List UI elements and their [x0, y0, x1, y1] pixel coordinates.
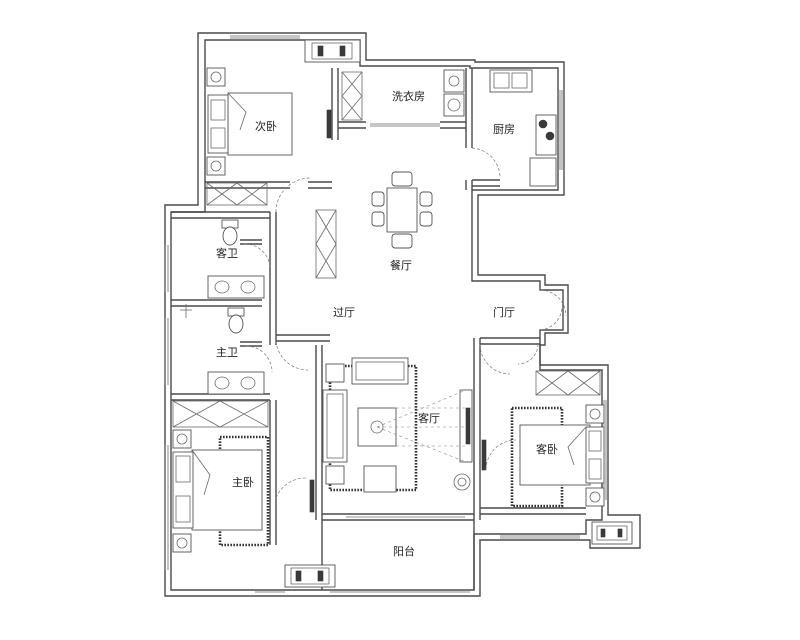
master-bath-fixtures — [180, 304, 309, 395]
label-master-bedroom: 主卧 — [232, 476, 254, 489]
guest-bath-fixtures — [207, 177, 311, 299]
label-kitchen: 厨房 — [493, 123, 515, 136]
entrance-door — [479, 289, 567, 375]
interior-walls — [171, 68, 586, 590]
wardrobes — [172, 71, 601, 428]
kitchen-fixtures — [471, 69, 557, 187]
label-second-bedroom: 次卧 — [255, 119, 277, 133]
windows — [164, 35, 607, 593]
second-bedroom-furniture — [206, 67, 332, 176]
living-room-furniture — [322, 357, 473, 493]
guest-bedroom-furniture — [481, 404, 605, 508]
master-bedroom-furniture — [172, 429, 315, 553]
laundry-fixtures — [443, 69, 465, 117]
room-labels: 洗衣房 厨房 次卧 餐厅 客卫 过厅 门厅 主卫 客厅 客卧 主卧 阳台 — [216, 89, 558, 558]
label-balcony: 阳台 — [393, 544, 415, 558]
dining-table — [371, 171, 433, 249]
label-living: 客厅 — [418, 411, 440, 425]
label-hallway: 过厅 — [333, 306, 355, 319]
label-entrance: 门厅 — [493, 305, 515, 319]
ac-units — [284, 39, 633, 588]
label-guest-bath: 客卫 — [216, 246, 238, 260]
label-guest-bedroom: 客卧 — [536, 442, 558, 456]
label-master-bath: 主卫 — [216, 346, 238, 359]
label-dining: 餐厅 — [390, 258, 412, 272]
label-laundry: 洗衣房 — [392, 89, 425, 103]
